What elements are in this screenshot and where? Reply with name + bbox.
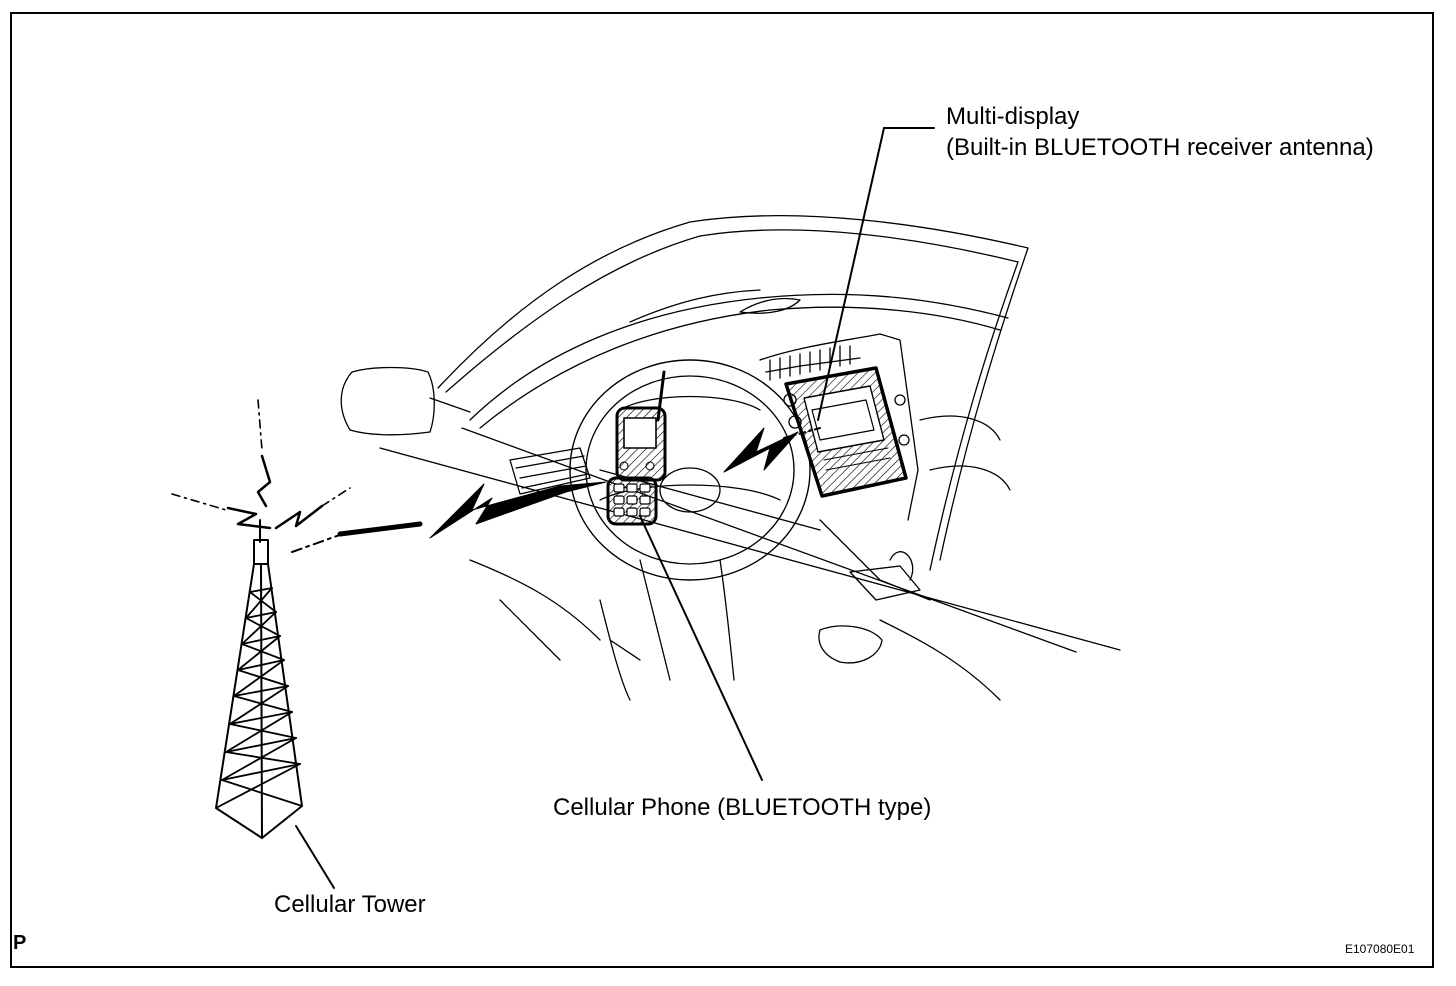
view-code-mark: P — [13, 932, 27, 954]
cellular-phone-icon — [606, 370, 667, 526]
figure-frame — [10, 12, 1434, 968]
car-interior — [340, 214, 1029, 701]
figure-id: E107080E01 — [1345, 942, 1415, 956]
leader-lines — [295, 127, 935, 889]
sight-lines — [379, 427, 1121, 653]
cellular-tower-label: Cellular Tower — [274, 891, 426, 918]
multi-display-sublabel: (Built-in BLUETOOTH receiver antenna) — [946, 134, 1374, 161]
multi-display-unit — [784, 366, 908, 498]
cellular-tower-icon — [215, 519, 303, 839]
cellular-phone-label: Cellular Phone (BLUETOOTH type) — [553, 794, 932, 821]
lightning-signal-icon — [171, 399, 821, 553]
multi-display-label: Multi-display — [946, 103, 1080, 130]
